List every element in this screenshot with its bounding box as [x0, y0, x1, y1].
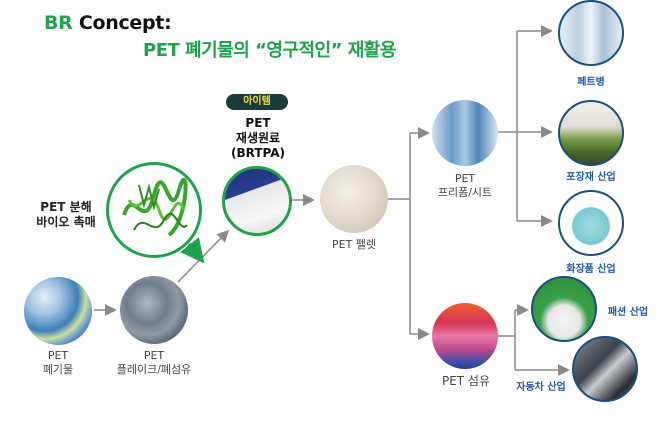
automotive-image [572, 336, 638, 402]
pet-waste-image [24, 277, 92, 345]
pet-fiber-image [432, 303, 498, 369]
pet-preform-label: PET 프리폼/시트 [425, 172, 505, 200]
brtpa-label-line3: (BRTPA) [231, 146, 285, 160]
pet-waste-label: PET 폐기물 [28, 349, 88, 377]
pet-waste-label-line1: PET [47, 349, 69, 362]
brtpa-powder-image [222, 166, 292, 236]
packaging-label: 포장재 산업 [566, 172, 616, 183]
pet-flake-image [120, 276, 188, 344]
brtpa-label-line2: 재생원료 [235, 131, 281, 145]
fashion-label: 패션 산업 [607, 307, 649, 318]
pet-flake-label-line2: 플레이크/폐섬유 [116, 363, 192, 376]
enzyme-label: PET 분해 바이오 촉매 [26, 200, 106, 230]
pet-waste-label-line2: 폐기물 [42, 363, 74, 376]
pet-pellet-image [320, 165, 388, 233]
brand-prefix: BR [44, 12, 73, 34]
title-line-1: BR Concept: [44, 12, 172, 34]
enzyme-label-line2: 바이오 촉매 [36, 215, 96, 229]
enzyme-structure-image [106, 162, 202, 258]
pet-preform-label-line2: 프리폼/시트 [437, 186, 493, 199]
cosmetics-image [558, 190, 624, 256]
pet-flake-label-line1: PET [143, 349, 165, 362]
enzyme-label-line1: PET 분해 [40, 200, 92, 214]
title-concept: Concept: [72, 12, 172, 34]
title-line-2: PET 폐기물의 “영구적인” 재활용 [143, 40, 396, 61]
pet-bottle-label: 페트병 [577, 77, 605, 88]
fashion-image [531, 276, 597, 342]
brtpa-label: PET 재생원료 (BRTPA) [216, 116, 300, 161]
item-badge: 아이템 [226, 94, 288, 110]
pet-preform-image [432, 100, 498, 166]
protein-structure-icon [122, 178, 188, 237]
brtpa-label-line1: PET [245, 116, 271, 130]
pet-pellet-label: PET 펠렛 [331, 238, 377, 251]
cosmetics-label: 화장품 산업 [566, 264, 616, 275]
pet-preform-label-line1: PET [454, 172, 476, 185]
pet-bottle-image [558, 0, 624, 66]
pet-fiber-label: PET 섬유 [441, 374, 491, 388]
pet-flake-label: PET 플레이크/폐섬유 [104, 349, 204, 377]
automotive-label: 자동차 산업 [516, 382, 566, 393]
packaging-image [558, 100, 624, 166]
